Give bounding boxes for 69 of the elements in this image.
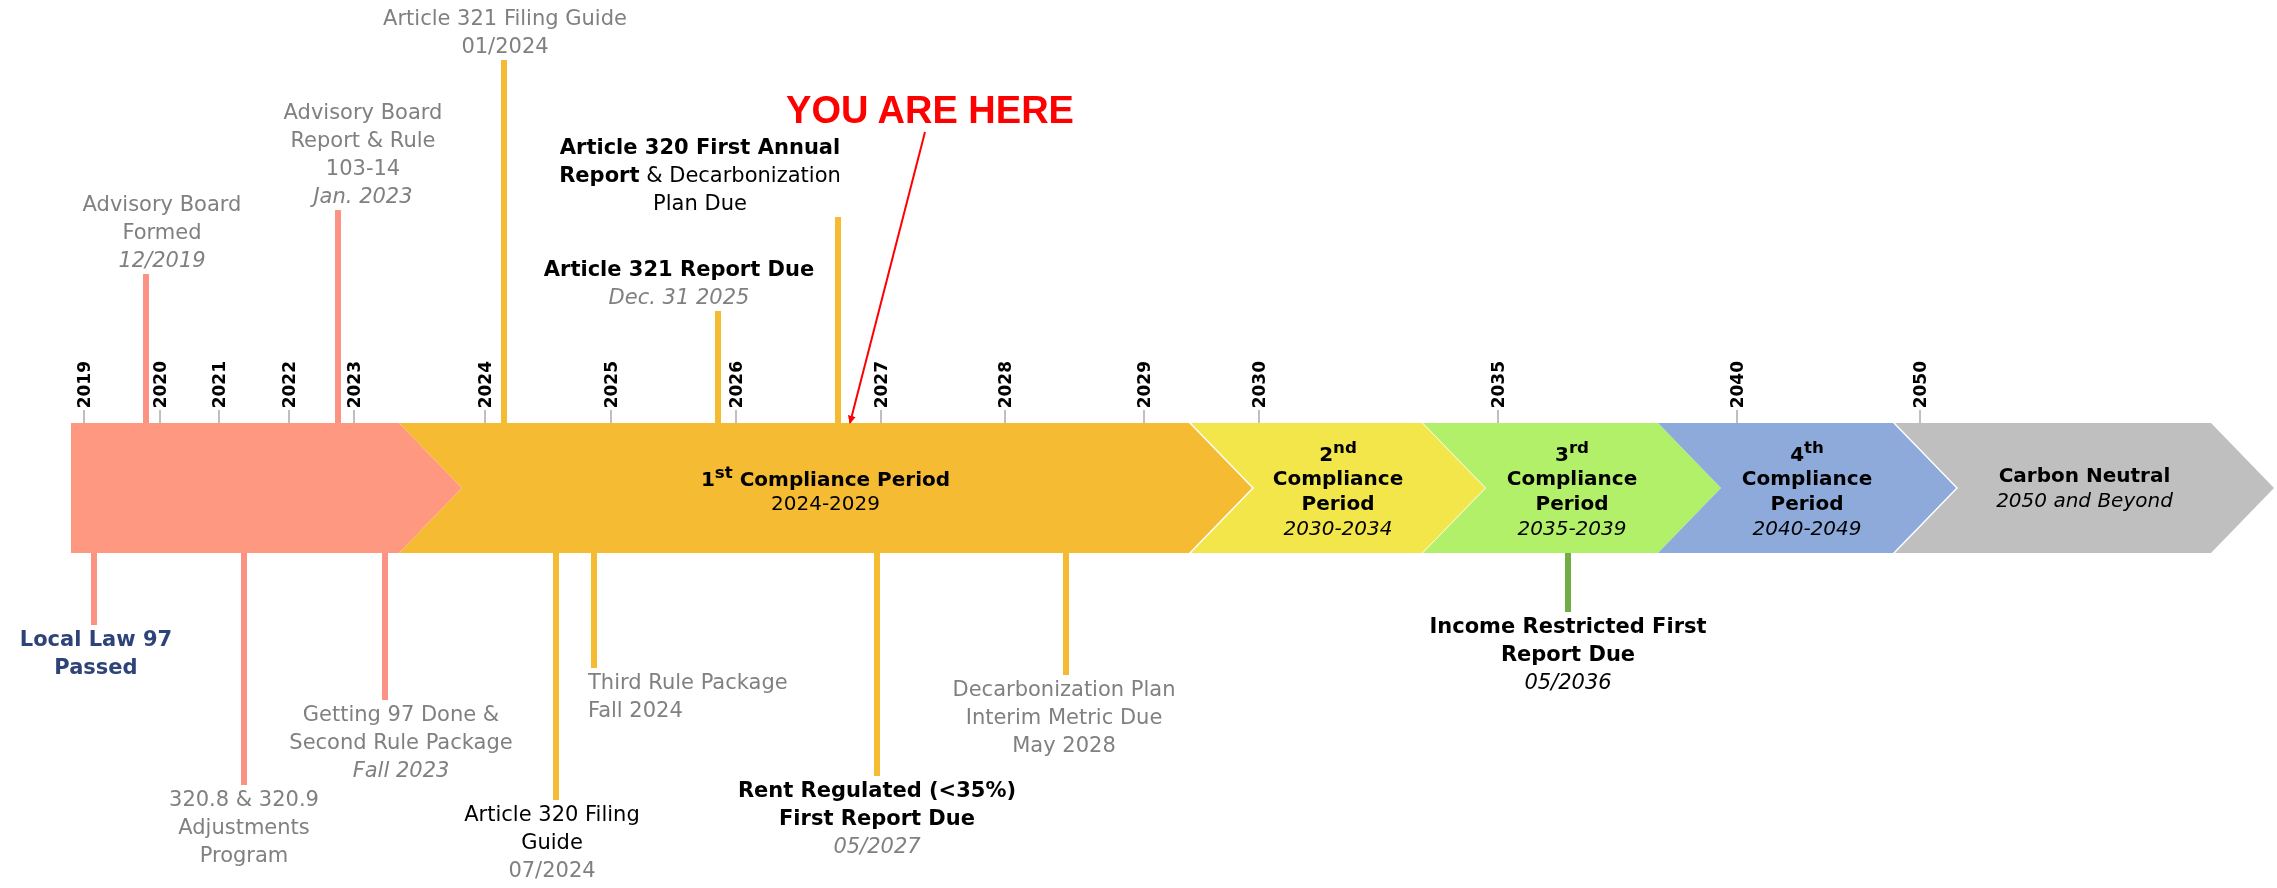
leader-line bbox=[553, 553, 559, 800]
year-label: 2029 bbox=[1134, 360, 1154, 408]
event-date: 05/2027 bbox=[832, 833, 922, 860]
event-label: Rent Regulated (<35%) First Report Due bbox=[736, 777, 1018, 832]
leader-line bbox=[241, 553, 247, 785]
event-date: Jan. 2023 bbox=[275, 182, 451, 210]
year-label: 2035 bbox=[1488, 360, 1508, 408]
year-label: 2022 bbox=[279, 360, 299, 408]
year-label: 2020 bbox=[150, 360, 170, 408]
event-label: Third Rule Package bbox=[588, 669, 789, 696]
year-label: 2023 bbox=[344, 360, 364, 408]
event-label: Article 320 First Annual Report & Decarbonization Plan Due bbox=[558, 134, 842, 217]
event-label: Advisory Board Report & Rule 103-14 bbox=[282, 99, 444, 182]
year-label: 2024 bbox=[475, 360, 495, 408]
leader-line bbox=[501, 60, 507, 423]
event-label: Income Restricted First Report Due bbox=[1428, 613, 1708, 668]
period-years: 2050 and Beyond bbox=[1996, 488, 2173, 513]
event-date: 12/2019 bbox=[117, 247, 207, 274]
year-label: 2050 bbox=[1910, 360, 1930, 408]
leader-line bbox=[91, 553, 97, 625]
year-label: 2040 bbox=[1727, 360, 1747, 408]
leader-line bbox=[874, 553, 880, 776]
period-title: 1$^{st}$ Compliance Period bbox=[700, 461, 951, 492]
period-years: 2024-2029 bbox=[771, 491, 880, 517]
event-label: Article 320 Filing Guide bbox=[463, 801, 641, 856]
period-years: 2040-2049 bbox=[1752, 516, 1862, 542]
period-title: 4$^{th}$ Compliance Period bbox=[1740, 436, 1874, 517]
event-date: Dec. 31 2025 bbox=[607, 284, 751, 311]
year-label: 2021 bbox=[209, 360, 229, 408]
event-label: 07/2024 bbox=[507, 857, 597, 884]
leader-line bbox=[335, 210, 341, 423]
period-band bbox=[1423, 423, 1721, 553]
leader-line bbox=[143, 274, 149, 423]
leader-line bbox=[382, 553, 388, 700]
period-title: Carbon Neutral bbox=[1998, 463, 2171, 488]
timeline-band bbox=[71, 423, 462, 553]
year-label: 2025 bbox=[601, 360, 621, 408]
period-band bbox=[1895, 423, 2274, 553]
period-years: 2035-2039 bbox=[1517, 516, 1627, 542]
leader-line bbox=[1063, 553, 1069, 675]
event-label: May 2028 bbox=[1011, 732, 1117, 759]
period-band bbox=[1658, 423, 1956, 553]
arrow bbox=[847, 131, 926, 424]
period-band bbox=[399, 423, 1252, 553]
period-title: 2$^{nd}$ Compliance Period bbox=[1271, 436, 1405, 517]
event-label: Article 321 Report Due bbox=[542, 256, 816, 283]
leader-line bbox=[835, 217, 841, 423]
leader-line bbox=[591, 553, 597, 668]
event-date: 05/2036 bbox=[1523, 669, 1613, 696]
event-label: Fall 2024 bbox=[588, 697, 684, 724]
year-label: 2019 bbox=[74, 360, 94, 408]
event-label: Getting 97 Done & Second Rule Package bbox=[288, 701, 514, 756]
event-label: Local Law 97 Passed bbox=[18, 626, 174, 681]
year-label: 2027 bbox=[871, 360, 891, 408]
event-label: 320.8 & 320.9 Adjustments Program bbox=[168, 786, 320, 869]
event-label: Article 321 Filing Guide bbox=[382, 5, 628, 32]
period-years: 2030-2034 bbox=[1283, 516, 1393, 542]
event-date: Fall 2023 bbox=[351, 757, 451, 784]
you-are-here-label: YOU ARE HERE bbox=[785, 88, 1075, 132]
event-label: Decarbonization Plan Interim Metric Due bbox=[951, 676, 1177, 731]
leader-line bbox=[715, 311, 721, 423]
event-label: 01/2024 bbox=[460, 33, 550, 60]
year-label: 2028 bbox=[995, 360, 1015, 408]
year-label: 2030 bbox=[1249, 360, 1269, 408]
event-label: Advisory Board Formed bbox=[81, 191, 243, 246]
period-band bbox=[1191, 423, 1485, 553]
year-label: 2026 bbox=[726, 360, 746, 408]
period-title: 3$^{rd}$ Compliance Period bbox=[1505, 436, 1639, 517]
leader-line bbox=[1565, 553, 1571, 612]
